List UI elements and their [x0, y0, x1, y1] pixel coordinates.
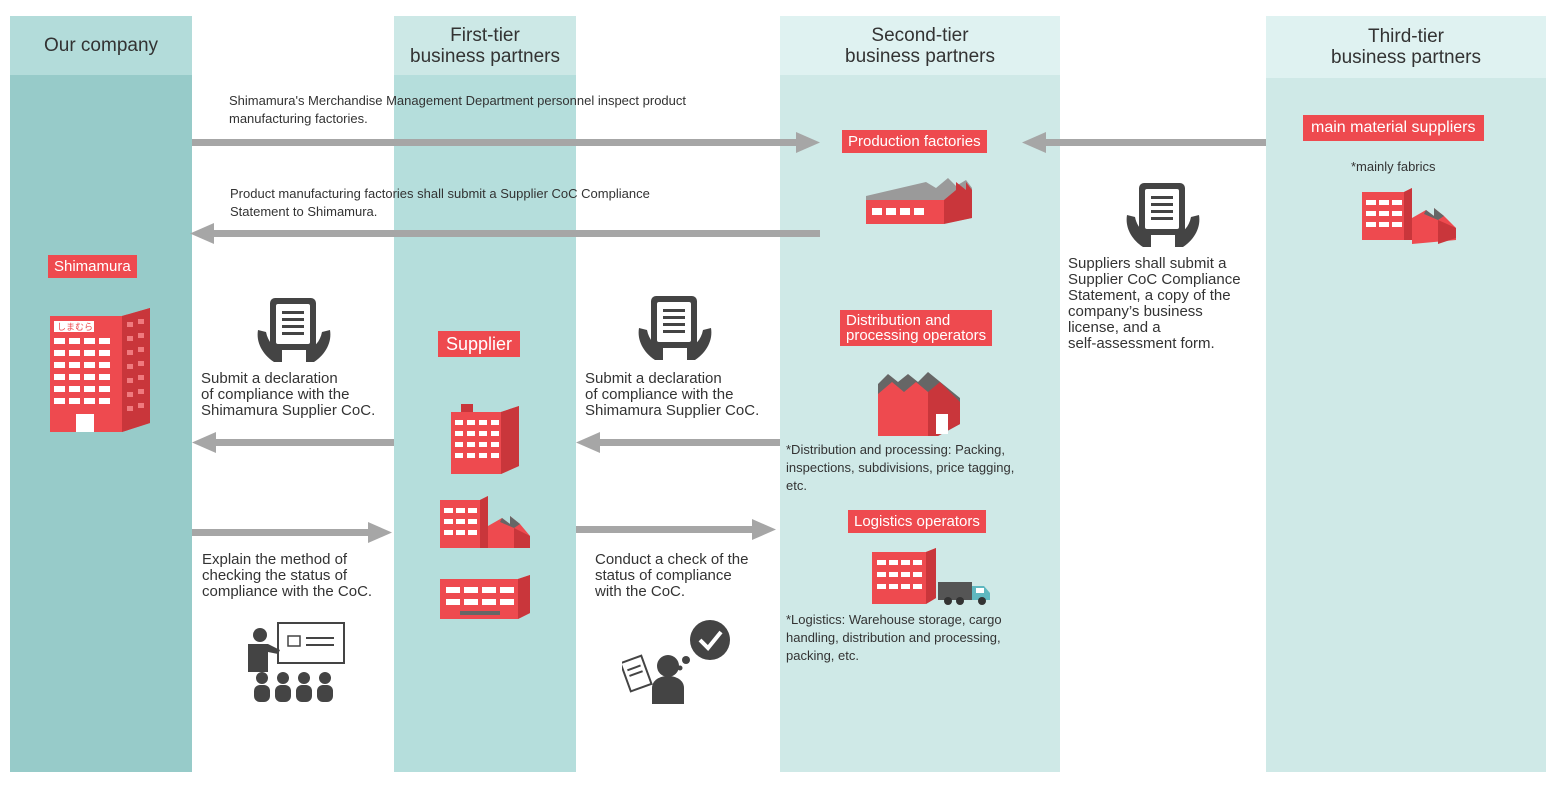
- factory-icon: [878, 372, 960, 436]
- production-factories-label: Production factories: [842, 130, 987, 153]
- supplier-label: Supplier: [438, 331, 521, 357]
- declaration-right-text: Submit a declaration of compliance with …: [585, 370, 760, 419]
- arrow-declaration-left: [192, 432, 394, 453]
- submit-statement-text: Product manufacturing factories shall su…: [230, 186, 650, 219]
- factory-icon: [440, 496, 530, 548]
- inspect-text: Shimamura's Merchandise Management Depar…: [229, 93, 686, 126]
- third-tier-submit-text: Suppliers shall submit a Supplier CoC Co…: [1068, 255, 1241, 352]
- column-header-first-tier: First-tier business partners: [394, 16, 576, 75]
- document-in-hands-icon: [638, 296, 712, 360]
- declaration-left-text: Submit a declaration of compliance with …: [201, 370, 376, 419]
- main-material-suppliers-label: main material suppliers: [1303, 115, 1484, 141]
- document-in-hands-icon: [1126, 183, 1200, 247]
- column-body-third-tier: [1266, 78, 1546, 772]
- office-building-icon: しまむら: [50, 308, 150, 432]
- column-first-tier: First-tier business partners: [394, 16, 576, 772]
- inspector-checkmark-icon: [622, 620, 730, 704]
- column-header-second-tier: Second-tier business partners: [780, 16, 1060, 75]
- arrow-third-to-second: [1022, 132, 1266, 153]
- office-building-icon: [451, 404, 519, 474]
- building-sign: しまむら: [57, 322, 93, 333]
- warehouse-icon: [440, 575, 530, 619]
- arrow-declaration-right: [576, 432, 780, 453]
- column-header-our-company: Our company: [10, 16, 192, 75]
- distribution-note: *Distribution and processing: Packing, i…: [786, 442, 1015, 493]
- presentation-audience-icon: [248, 622, 345, 702]
- distribution-label: Distribution and processing operators: [840, 310, 993, 346]
- column-header-third-tier: Third-tier business partners: [1266, 16, 1546, 78]
- logistics-label: Logistics operators: [848, 510, 986, 533]
- factory-icon: [866, 178, 972, 224]
- factory-icon: [1362, 188, 1456, 244]
- document-in-hands-icon: [257, 298, 331, 362]
- shimamura-label: Shimamura: [48, 255, 137, 278]
- arrow-explain-right: [192, 522, 392, 543]
- truck-icon: [938, 582, 990, 605]
- arrow-inspect-right: [192, 132, 820, 153]
- mainly-fabrics-note: *mainly fabrics: [1351, 159, 1436, 174]
- warehouse-icon: [872, 548, 936, 604]
- logistics-note: *Logistics: Warehouse storage, cargo han…: [786, 612, 1002, 663]
- check-text: Conduct a check of the status of complia…: [595, 551, 749, 600]
- arrow-check-right: [576, 519, 776, 540]
- arrow-statement-left: [190, 223, 820, 244]
- explain-text: Explain the method of checking the statu…: [202, 551, 373, 600]
